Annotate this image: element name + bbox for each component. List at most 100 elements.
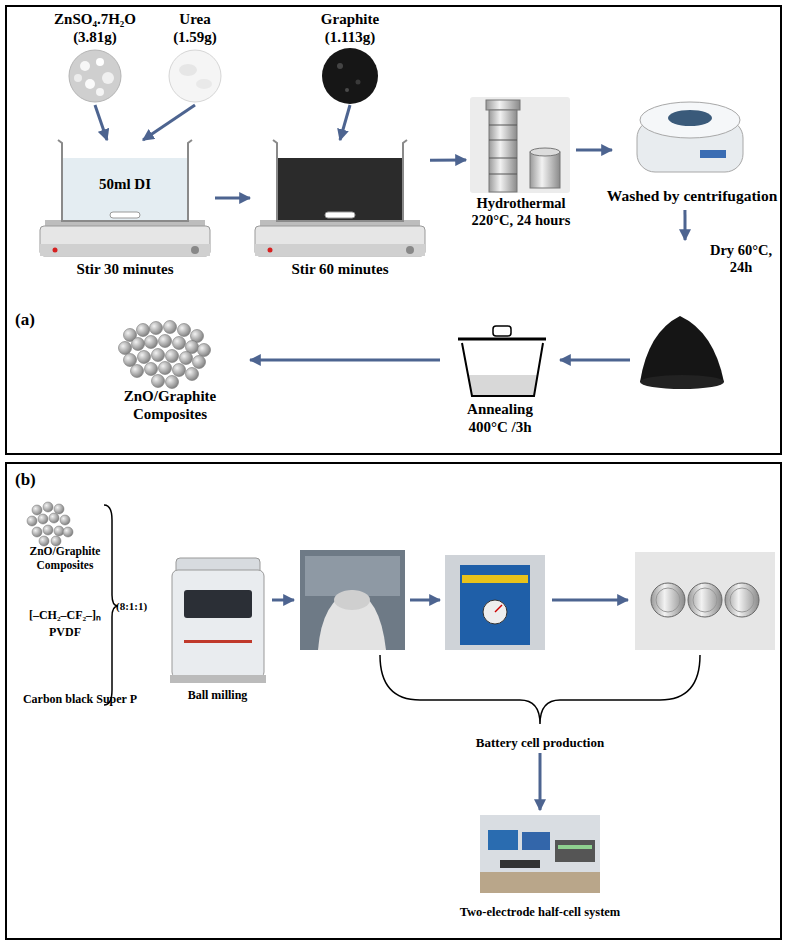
test-station-photo — [522, 832, 550, 850]
composite-spheres — [131, 365, 144, 378]
stirrer-beaker-1 — [40, 244, 210, 256]
composite-spheres-small — [54, 504, 64, 514]
centrifuge — [668, 110, 712, 126]
composite-spheres — [164, 321, 177, 334]
autoclave — [530, 148, 560, 156]
press-photo — [460, 565, 530, 645]
graphite-powder — [322, 48, 378, 104]
node-sublabel: Stir 30 minutes — [35, 260, 215, 278]
stirring-step: Stir 60 minutes — [250, 140, 430, 285]
test-system-step: Two-electrode half-cell system — [440, 810, 640, 935]
test-station-photo — [480, 872, 600, 893]
press-photo — [495, 605, 502, 612]
stirring-step: 50ml DI Stir 30 minutes — [35, 140, 215, 285]
flow-arrow — [95, 105, 107, 140]
coin-cells-photo — [730, 588, 754, 612]
graphite-powder — [356, 80, 361, 85]
glovebox-photo — [318, 590, 386, 650]
composite-spheres-small — [49, 513, 59, 523]
coin-cells-photo — [635, 552, 775, 650]
test-station-photo — [500, 860, 540, 868]
stirrer-beaker-1 — [40, 140, 210, 256]
production-brace — [380, 655, 700, 724]
node-label: (a) — [15, 310, 55, 330]
flow-arrow — [576, 149, 612, 152]
stirrer-beaker-2 — [255, 226, 425, 256]
composite-spheres — [145, 336, 158, 349]
znso4-crystals — [74, 74, 82, 82]
composite-spheres-small — [51, 536, 61, 546]
stirrer-beaker-2 — [255, 244, 425, 256]
node-label: Two-electrode half-cell system — [440, 905, 640, 920]
composite-spheres-small — [38, 514, 48, 524]
node-label: Stir 60 minutes — [250, 260, 430, 278]
press-photo — [445, 555, 545, 650]
centrifuge — [700, 150, 726, 158]
group-label-box: Battery cell production — [430, 733, 650, 753]
glovebox-photo — [334, 590, 370, 610]
stirrer-beaker-1 — [40, 226, 210, 256]
flow-arrow — [560, 359, 630, 362]
material-item: [–CH₂–CF₂–]ₙPVDF — [15, 608, 115, 650]
press-photo — [445, 555, 545, 650]
crucible — [493, 326, 511, 336]
flow-arrow — [250, 359, 440, 362]
ball-mill — [184, 640, 252, 643]
crucible — [468, 375, 538, 396]
dried-powder — [640, 316, 724, 389]
node-label: ZnO/Graphite Composites — [15, 545, 115, 573]
autoclave — [470, 97, 570, 193]
composite-spheres — [186, 368, 199, 381]
centrifuge — [640, 102, 740, 138]
node-label: 50ml DI — [35, 175, 215, 193]
washing-step: Washed by centrifugation — [612, 90, 772, 210]
node-label: Battery cell production — [430, 735, 650, 751]
crucible — [462, 343, 543, 396]
node-label: (b) — [15, 470, 55, 490]
composite-spheres-small — [63, 527, 73, 537]
composite-spheres-small — [27, 502, 73, 546]
node-label: ZnO/Graphite Composites — [90, 387, 250, 423]
graphite-powder — [322, 48, 378, 104]
production-brace — [380, 655, 700, 724]
znso4-crystals — [85, 79, 95, 89]
node-label: Urea (1.59g) — [165, 10, 225, 46]
material-item: Carbon black Super P — [10, 690, 150, 710]
composite-spheres — [166, 376, 179, 389]
coin-cells-photo — [693, 588, 717, 612]
ratio-label: (8:1:1) — [116, 600, 147, 613]
composite-spheres-small — [27, 516, 37, 526]
test-station-photo — [480, 815, 600, 893]
node-label: Dry 60°C, 24h — [702, 242, 780, 277]
press-photo — [483, 600, 507, 624]
composite-spheres — [193, 356, 206, 369]
composite-spheres — [166, 350, 179, 363]
crucible — [458, 326, 546, 396]
press-photo — [462, 575, 528, 583]
znso4-crystals — [96, 88, 104, 96]
stirrer-beaker-2 — [273, 140, 407, 221]
hydrothermal-step: Hydrothermal 220°C, 24 hours — [466, 95, 576, 240]
test-station-photo — [555, 840, 595, 862]
composite-spheres — [173, 364, 186, 377]
autoclave — [530, 152, 560, 188]
crucible — [458, 338, 546, 341]
urea-powder — [169, 50, 221, 102]
ball-mill — [184, 590, 252, 618]
flow-arrow — [683, 210, 686, 240]
composite-spheres — [173, 337, 186, 350]
centrifuge — [637, 102, 743, 172]
composite-spheres — [119, 342, 132, 355]
stirrer-beaker-2 — [268, 248, 273, 253]
node-label: Washed by centrifugation — [607, 187, 778, 206]
flow-arrow — [215, 197, 250, 200]
ball-mill — [170, 675, 266, 683]
autoclave — [470, 97, 570, 193]
glovebox-photo — [300, 550, 405, 650]
process-arrows — [272, 599, 294, 602]
ball-mill — [172, 570, 264, 678]
coin-cells-photo — [635, 552, 775, 650]
ball-mill-step: Ball milling — [155, 548, 280, 708]
reagent-item: Urea (1.59g) — [150, 10, 240, 105]
node-label: Graphite (1.113g) — [312, 10, 388, 46]
